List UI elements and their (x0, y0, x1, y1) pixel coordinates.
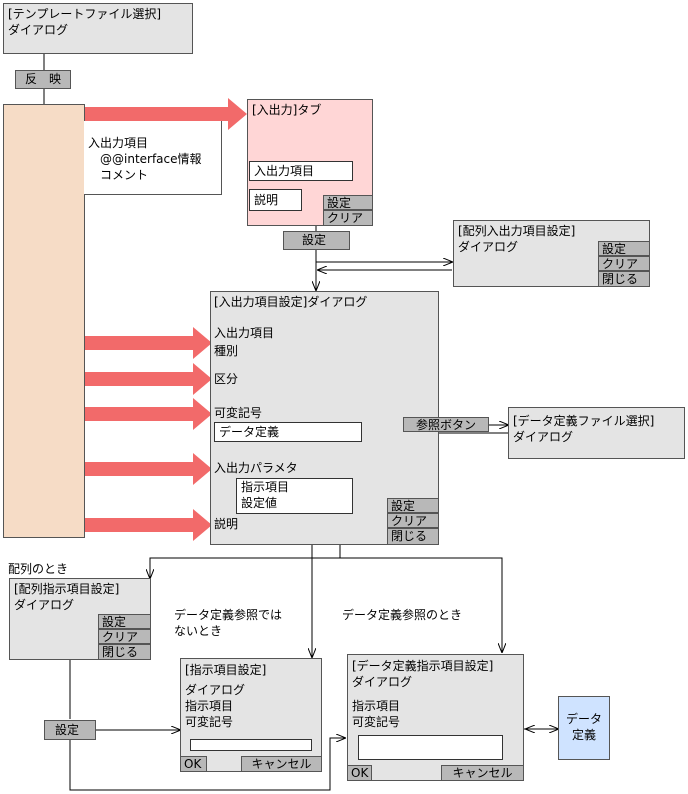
array-io-dialog-subtitle: ダイアログ (458, 240, 519, 254)
template-dialog-subtitle: ダイアログ (8, 23, 69, 37)
data-instr-dialog-item: 指示項目 (352, 699, 401, 713)
reference-button[interactable]: 参照ボタン (403, 417, 489, 432)
reflect-button[interactable]: 反 映 (15, 70, 71, 89)
io-desc-label: 説明 (214, 517, 239, 531)
data-def-file-dialog: [データ定義ファイル選択] ダイアログ (508, 407, 685, 459)
source-panel (3, 104, 85, 538)
data-def-file-dialog-title: [データ定義ファイル選択] (513, 414, 655, 428)
array-instr-clear-button[interactable]: クリア (98, 629, 151, 644)
instr-dialog-subtitle: ダイアログ (185, 683, 246, 697)
io-item-close-button[interactable]: 閉じる (387, 528, 439, 545)
io-item-set-button[interactable]: 設定 (387, 498, 439, 513)
io-tab-clear-button[interactable]: クリア (323, 210, 373, 226)
data-instr-ok-button[interactable]: OK (347, 765, 372, 781)
array-io-set-button[interactable]: 設定 (598, 241, 650, 256)
io-param-label: 入出力パラメタ (214, 461, 298, 475)
connector-array-branch (150, 544, 341, 578)
data-instr-dialog-subtitle: ダイアログ (352, 675, 413, 689)
source-info-box: 入出力項目 @@interface情報 コメント (84, 120, 222, 195)
source-io-item: 入出力項目 (88, 136, 149, 150)
division-label: 区分 (214, 372, 239, 386)
note-not-reference-1: データ定義参照では (174, 608, 283, 622)
instr-dialog-title: [指示項目設定] (185, 663, 267, 677)
io-item-clear-button[interactable]: クリア (387, 513, 439, 528)
array-io-dialog-title: [配列入出力項目設定] (458, 224, 576, 238)
kind-label: 種別 (214, 344, 239, 358)
data-definition-line2: 定義 (571, 728, 596, 742)
data-definition-field[interactable]: データ定義 (214, 422, 362, 442)
source-comment: コメント (100, 168, 149, 182)
instr-dialog-input[interactable] (190, 739, 312, 751)
array-instr-dialog-subtitle: ダイアログ (14, 598, 75, 612)
io-param-field[interactable]: 指示項目 設定値 (236, 478, 353, 514)
instr-dialog-variable: 可変記号 (185, 715, 234, 729)
io-item-label: 入出力項目 (214, 326, 275, 340)
data-instr-dialog: [データ定義指示項目設定] ダイアログ 指示項目 可変記号 (347, 654, 524, 781)
io-item-dialog-title: [入出力項目設定]ダイアログ (214, 295, 368, 309)
data-definition-box: データ 定義 (558, 696, 610, 760)
io-tab-set-button[interactable]: 設定 (323, 195, 373, 210)
io-tab-title: [入出力]タブ (252, 103, 322, 117)
array-note: 配列のとき (8, 562, 69, 576)
template-dialog-title: [テンプレートファイル選択] (8, 7, 162, 21)
connector-ref-branch (340, 557, 502, 652)
instr-dialog-item: 指示項目 (185, 699, 234, 713)
settings-button-mid[interactable]: 設定 (283, 231, 350, 250)
array-io-close-button[interactable]: 閉じる (598, 271, 650, 287)
variable-symbol-label: 可変記号 (214, 406, 263, 420)
instr-dialog: [指示項目設定] ダイアログ 指示項目 可変記号 (180, 658, 322, 772)
data-instr-dialog-title: [データ定義指示項目設定] (352, 659, 494, 673)
template-file-dialog: [テンプレートファイル選択] ダイアログ (3, 3, 193, 54)
settings-button-bottom[interactable]: 設定 (44, 720, 96, 740)
io-tab-desc-field[interactable]: 説明 (249, 189, 302, 211)
data-def-file-dialog-subtitle: ダイアログ (513, 430, 574, 444)
source-interface-info: @@interface情報 (100, 152, 202, 166)
array-instr-close-button[interactable]: 閉じる (98, 644, 151, 660)
note-not-reference-2: ないとき (174, 624, 223, 638)
array-instr-set-button[interactable]: 設定 (98, 614, 151, 629)
array-instr-dialog-title: [配列指示項目設定] (14, 582, 120, 596)
param-instruction-item: 指示項目 (241, 480, 290, 494)
instr-ok-button[interactable]: OK (180, 756, 207, 772)
io-tab-item-field[interactable]: 入出力項目 (249, 161, 353, 181)
array-io-clear-button[interactable]: クリア (598, 256, 650, 271)
connector-settings-data-instr (69, 738, 345, 791)
data-instr-dialog-variable: 可変記号 (352, 715, 401, 729)
data-instr-cancel-button[interactable]: キャンセル (441, 765, 524, 781)
instr-cancel-button[interactable]: キャンセル (241, 756, 322, 772)
data-definition-line1: データ (565, 712, 602, 726)
param-setting-value: 設定値 (241, 496, 278, 510)
note-reference: データ定義参照のとき (342, 608, 463, 622)
data-instr-dialog-input[interactable] (358, 735, 503, 760)
